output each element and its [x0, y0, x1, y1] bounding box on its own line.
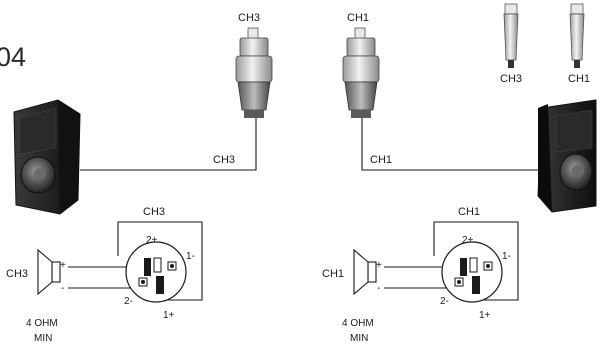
pin-left-2plus: 2+ [146, 235, 158, 246]
speaker-cabinet-right [537, 99, 597, 213]
cable-right-label: CH1 [370, 154, 392, 166]
schematic-left-channel: CH3 [143, 206, 165, 218]
plug-left-label: CH3 [238, 12, 260, 24]
cable-left-wire [80, 118, 257, 171]
impedance-right-line1: 4 OHM [342, 318, 374, 329]
speaker-symbol-right-cone [353, 248, 369, 296]
xlr-plug-ch3: CH3 [500, 3, 522, 85]
schematic-right: CH1 CH1 + - 2+ 1- 2- 1+ 4 OHM MIN [322, 206, 519, 344]
speaker-symbol-left-cone [37, 248, 53, 296]
schematic-right-channel: CH1 [458, 206, 480, 218]
pin-right-1plus: 1+ [479, 310, 491, 321]
speaker-cabinet-left [13, 99, 81, 215]
schematic-left: CH3 CH3 + - 2+ 1- 2- 1+ 4 OHM MIN [6, 206, 203, 344]
pin-left-1minus: 1- [186, 251, 195, 262]
cable-right-wire [361, 118, 540, 171]
cable-left-label: CH3 [213, 154, 235, 166]
speaker-symbol-right-magnet [367, 261, 377, 283]
impedance-left-line2: MIN [34, 333, 52, 344]
xlr-ch1-label: CH1 [568, 73, 590, 85]
schematic-left-speaker-label: CH3 [6, 268, 28, 280]
speaker-right-plus: + [376, 260, 382, 271]
speakon-plug-right: CH1 [342, 12, 380, 118]
impedance-left-line1: 4 OHM [26, 318, 58, 329]
schematic-right-speaker-label: CH1 [322, 268, 344, 280]
xlr-plug-ch1: CH1 [568, 3, 590, 85]
pin-right-2plus: 2+ [462, 235, 474, 246]
pin-left-1plus: 1+ [163, 310, 175, 321]
speaker-left-minus: - [61, 283, 64, 294]
speakon-plug-left: CH3 [235, 12, 273, 118]
pin-right-2minus: 2- [440, 296, 449, 307]
speaker-symbol-left-magnet [51, 261, 61, 283]
pin-right-1minus: 1- [502, 251, 511, 262]
speaker-right-minus: - [377, 283, 380, 294]
speaker-left-plus: + [60, 260, 66, 271]
page-number: 04 [0, 42, 26, 72]
pin-left-2minus: 2- [124, 296, 133, 307]
impedance-right-line2: MIN [350, 333, 368, 344]
xlr-ch3-label: CH3 [500, 73, 522, 85]
plug-right-label: CH1 [347, 12, 369, 24]
